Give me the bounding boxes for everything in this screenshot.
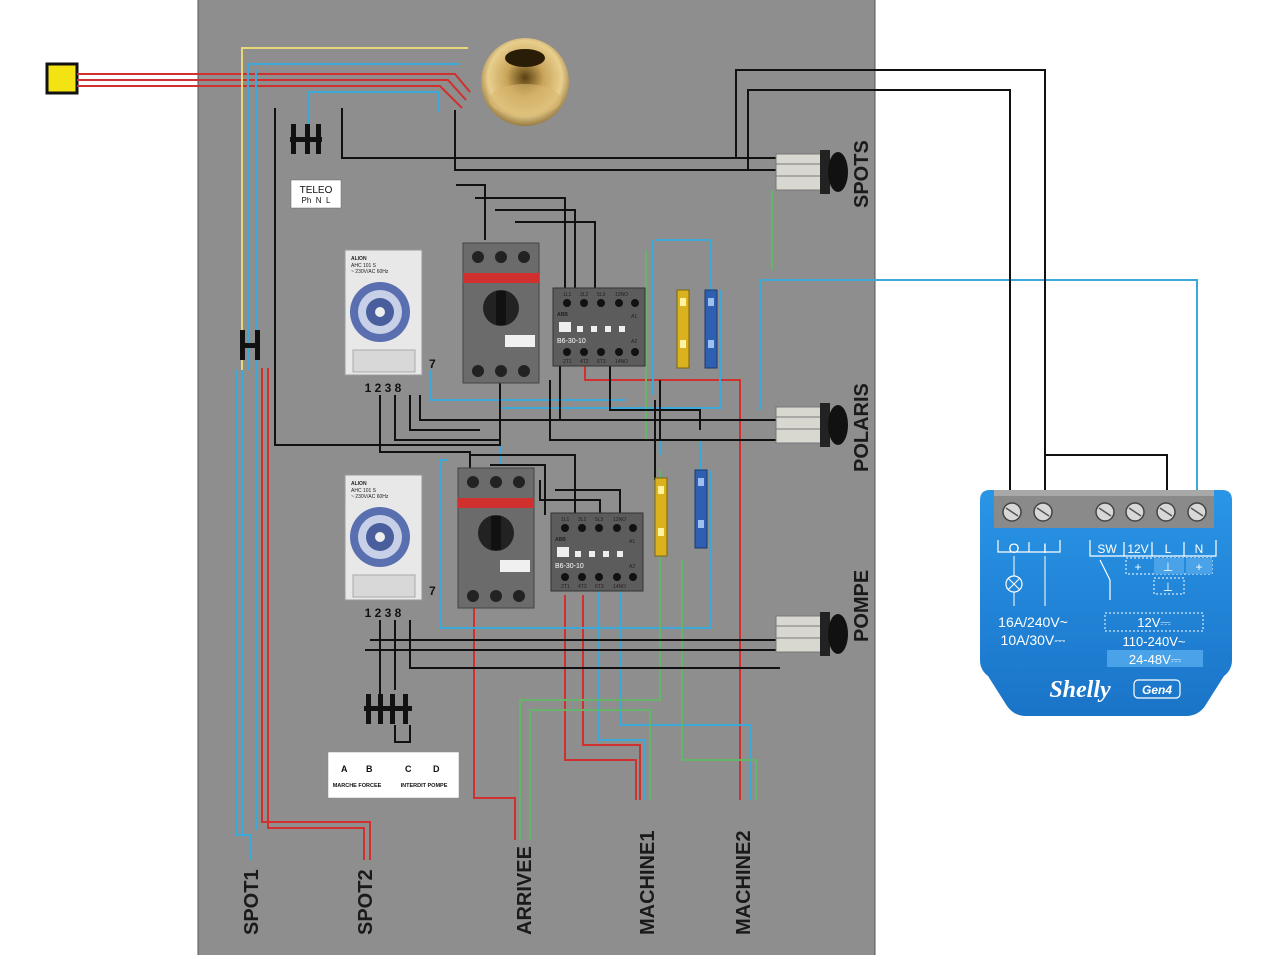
contactor-1-model: B6-30-10: [557, 338, 586, 345]
shelly-term-l: L: [1165, 542, 1172, 556]
contactor-2: 1L1 3L2 5L3 13NO ABB A1 B6-30-10 A2 2T1 …: [550, 512, 644, 592]
teleo-relay: TELEO Ph N L: [288, 124, 342, 209]
contactor-1: 1L1 3L2 5L3 13NO ABB A1 B6-30-10 A2 2T1 …: [552, 287, 646, 367]
label-pompe: POMPE: [851, 570, 873, 642]
contactor-2-t1: 1L1: [561, 517, 570, 523]
teleo-label-box: [290, 179, 342, 209]
selector-label-box: A B C D MARCHE FORCEE INTERDIT POMPE: [327, 751, 460, 799]
shelly-term-sw: SW: [1097, 542, 1117, 556]
selector-d: D: [433, 764, 440, 774]
contactor-2-b3: 6T3: [595, 584, 604, 590]
label-polaris: POLARIS: [851, 383, 873, 472]
timer-2-brand: ALION: [351, 481, 367, 487]
timer-2: ALION AHC 101 S ~ 230V/AC 60Hz 1 2 3 8 7: [344, 474, 436, 620]
timer-1-digits: 1 2 3 8: [365, 381, 402, 395]
timer-1-brand: ALION: [351, 256, 367, 262]
label-spot2: SPOT2: [355, 869, 377, 935]
label-machine1: MACHINE1: [637, 831, 659, 935]
shelly-term-o: O: [1009, 540, 1020, 556]
shelly-logo: Shelly: [1049, 677, 1111, 703]
terminal-blocks-1: [676, 289, 718, 369]
teleo-title: TELEO: [300, 185, 333, 196]
spot-relay: [240, 330, 260, 360]
teleo-sub: Ph N L: [302, 196, 331, 205]
yellow-terminal: [45, 62, 79, 95]
shelly-term-n: N: [1195, 542, 1204, 556]
shelly-v110: 110-240V~: [1122, 634, 1185, 649]
timer-2-line2: ~ 230V/AC 60Hz: [351, 494, 389, 500]
motor-protector-1: [462, 242, 540, 384]
contactor-2-b4: 14NO: [613, 584, 626, 590]
shelly-rating-1: 16A/240V~: [998, 614, 1068, 630]
contactor-2-t3: 5L3: [595, 517, 604, 523]
contactor-1-a1: A1: [631, 314, 637, 320]
wires-red: [77, 73, 741, 860]
shelly-term-i: I: [1043, 540, 1047, 556]
selector-c: C: [405, 764, 412, 774]
selector-relay: [364, 694, 412, 724]
contactor-1-b3: 6T3: [597, 359, 606, 365]
wires-yellow: [241, 47, 468, 370]
contactor-1-b1: 2T1: [563, 359, 572, 365]
timer-1-line2: ~ 230V/AC 60Hz: [351, 269, 389, 275]
contactor-1-t3: 5L3: [597, 292, 606, 298]
contactor-2-model: B6-30-10: [555, 563, 584, 570]
terminal-blocks-2: [654, 469, 708, 557]
selector-left-label: MARCHE FORCEE: [333, 783, 382, 789]
shelly-v12: 12V⎓: [1137, 615, 1171, 630]
contactor-1-b2: 4T2: [580, 359, 589, 365]
shelly-plus-12v: +: [1134, 560, 1141, 574]
contactor-2-b2: 4T2: [578, 584, 587, 590]
shelly-ground-l: ⊥: [1163, 560, 1173, 574]
shelly-gen-badge: Gen4: [1142, 683, 1172, 697]
shelly-term-12v: 12V: [1127, 542, 1148, 556]
panel-background: [198, 0, 875, 955]
timer-1-line1: AHC 101 S: [351, 263, 377, 269]
selector-a: A: [341, 764, 348, 774]
selector-right-label: INTERDIT POMPE: [401, 783, 448, 789]
timer-2-line1: AHC 101 S: [351, 488, 377, 494]
contactor-2-t2: 3L2: [578, 517, 587, 523]
shelly-v24: 24-48V⎓: [1129, 652, 1181, 667]
timer-2-digits: 1 2 3 8: [365, 606, 402, 620]
contactor-2-a1: A1: [629, 539, 635, 545]
timer-1: ALION AHC 101 S ~ 230V/AC 60Hz 1 2 3 8 7: [344, 249, 436, 395]
contactor-1-a2: A2: [631, 339, 637, 345]
label-arrivee: ARRIVEE: [514, 846, 536, 935]
contactor-1-t2: 3L2: [580, 292, 589, 298]
connector-pompe: [775, 612, 848, 656]
contactor-1-t1: 1L1: [563, 292, 572, 298]
contactor-1-brand: ABB: [557, 312, 568, 318]
shelly-rating-2: 10A/30V⎓: [1001, 632, 1066, 648]
contactor-2-b1: 2T1: [561, 584, 570, 590]
label-spot1: SPOT1: [241, 869, 263, 935]
connector-spots: [775, 150, 848, 194]
contactor-2-t4: 13NO: [613, 517, 626, 523]
toroidal-transformer: [481, 38, 569, 126]
selector-b: B: [366, 764, 373, 774]
timer-1-seven: 7: [429, 357, 436, 371]
contactor-2-brand: ABB: [555, 537, 566, 543]
connector-polaris: [775, 403, 848, 447]
label-machine2: MACHINE2: [733, 831, 755, 935]
shelly-ground-bottom: ⊥: [1163, 580, 1173, 594]
contactor-2-a2: A2: [629, 564, 635, 570]
wires-black: [274, 69, 1168, 743]
wires-green: [519, 190, 773, 840]
label-spots: SPOTS: [851, 140, 873, 208]
shelly-plus-n: +: [1195, 560, 1202, 574]
contactor-1-b4: 14NO: [615, 359, 628, 365]
shelly-module: O I SW 12V L N + ⊥ + ⊥ 16A/240V~ 10A/30V…: [980, 490, 1232, 716]
motor-protector-2: [457, 467, 535, 609]
timer-2-seven: 7: [429, 584, 436, 598]
contactor-1-t4: 13NO: [615, 292, 628, 298]
